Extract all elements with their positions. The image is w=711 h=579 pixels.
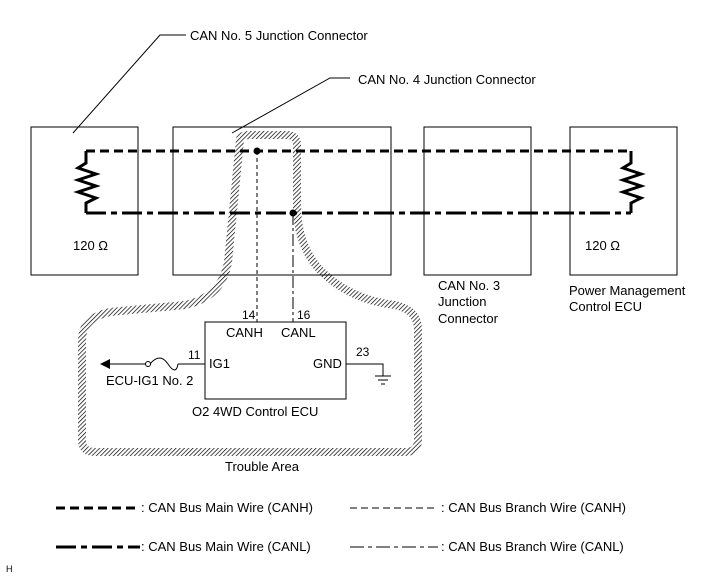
- legend-main-canh-label: : CAN Bus Main Wire (CANH): [141, 500, 313, 515]
- pin-14-label: 14: [242, 308, 256, 322]
- ecu-name-label: O2 4WD Control ECU: [192, 404, 318, 419]
- corner-mark: H: [6, 564, 13, 574]
- pm-ecu-label-line2: Control ECU: [569, 299, 642, 314]
- gnd-pin-label: GND: [313, 356, 342, 371]
- can5-leader-line: [72, 34, 186, 134]
- can3-label-line2: Junction: [438, 294, 486, 309]
- canl-junction-dot: [289, 209, 297, 217]
- fuse-label: ECU-IG1 No. 2: [106, 373, 193, 388]
- canh-junction-dot: [253, 147, 261, 155]
- canh-pin-label: CANH: [226, 325, 263, 340]
- right-terminating-resistor: [618, 151, 646, 213]
- left-resistance-label: 120 Ω: [73, 238, 108, 253]
- legend-branch-canl-label: : CAN Bus Branch Wire (CANL): [441, 539, 624, 554]
- can5-junction-connector-box: [30, 126, 139, 276]
- can3-label-line1: CAN No. 3: [438, 278, 500, 293]
- arrow-left-icon: [100, 359, 110, 369]
- can4-label: CAN No. 4 Junction Connector: [358, 72, 536, 87]
- gnd-wire: [346, 363, 384, 376]
- fuse-terminal-circle: [145, 361, 151, 367]
- power-management-ecu-box: [569, 126, 678, 276]
- pin-16-label: 16: [297, 308, 311, 322]
- 4wd-control-ecu-box: [204, 321, 347, 400]
- trouble-area-label: Trouble Area: [225, 459, 300, 474]
- can3-junction-connector-box: [423, 126, 532, 276]
- can3-label-line3: Connector: [438, 311, 499, 326]
- legend-main-canl-label: : CAN Bus Main Wire (CANL): [141, 539, 311, 554]
- can4-junction-connector-box: [172, 126, 392, 276]
- left-terminating-resistor: [73, 151, 101, 213]
- pin-11-label: 11: [188, 348, 201, 362]
- ground-icon: [375, 375, 391, 385]
- canl-pin-label: CANL: [281, 325, 316, 340]
- can5-label: CAN No. 5 Junction Connector: [190, 28, 368, 43]
- pm-ecu-label-line1: Power Management: [569, 283, 686, 298]
- right-resistance-label: 120 Ω: [585, 238, 620, 253]
- fuse-icon: [149, 357, 179, 371]
- legend-branch-canh-label: : CAN Bus Branch Wire (CANH): [441, 500, 626, 515]
- ig1-pin-label: IG1: [209, 356, 230, 371]
- trouble-area-outline: [78, 131, 422, 456]
- pin-23-label: 23: [356, 345, 370, 359]
- can4-leader-line: [231, 77, 350, 134]
